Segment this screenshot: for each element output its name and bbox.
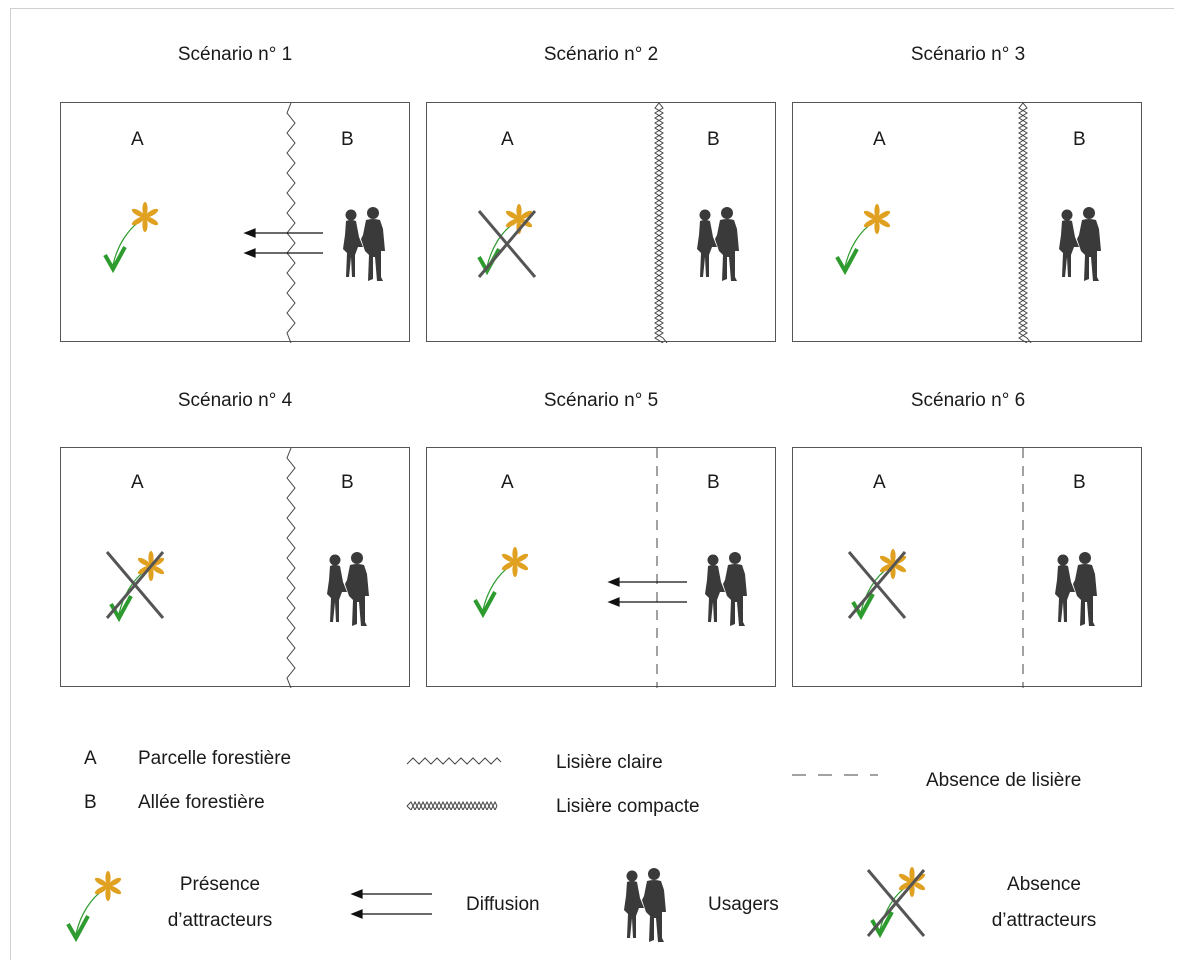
scenario-2-title: Scénario n° 2 [543,44,659,65]
label-b: B [1073,129,1086,150]
label-b: B [341,472,354,493]
clear-edge-swatch [406,757,502,765]
legend-clear-edge-text: Lisière claire [556,752,663,773]
scenario-6-drawing [847,448,1097,688]
legend-presence-line1: Présence [179,874,261,895]
scenario-3-panel: A B [792,102,1142,343]
scenario-5-title: Scénario n° 5 [543,390,659,411]
scenario-3-title: Scénario n° 3 [910,44,1026,65]
scenario-5-drawing [473,448,747,688]
legend-users-icon [624,868,666,942]
scenario-5-panel: A B [426,447,776,688]
legend-diffusion-arrows-icon [350,889,432,919]
label-a: A [501,129,514,150]
compact-edge-swatch [406,800,498,810]
scenario-1-panel: A B [60,102,410,343]
legend-diffusion-text: Diffusion [466,894,540,915]
compact-edge-line [1018,103,1032,343]
users-icon [697,207,739,281]
clear-edge-line [286,103,296,343]
legend-absence-icon [866,866,929,938]
attractor-flower-icon [103,200,162,271]
legend-b-key: B [84,792,97,813]
legend-edge-swatches [406,757,502,810]
attractor-flower-icon [835,202,894,273]
legend-compact-edge-text: Lisière compacte [556,796,700,817]
legend-absence-line2: d’attracteurs [991,910,1097,931]
label-b: B [1073,472,1086,493]
label-b: B [707,472,720,493]
scenario-1-title: Scénario n° 1 [177,44,293,65]
legend-presence-flower-icon [66,869,125,940]
compact-edge-line [654,103,668,343]
scenario-4-drawing [105,448,369,688]
users-icon [1059,207,1101,281]
legend-no-edge-text: Absence de lisière [926,770,1082,791]
legend-users-text: Usagers [708,894,779,915]
label-a: A [873,472,886,493]
legend-absence-line1: Absence [1007,874,1081,895]
label-a: A [131,472,144,493]
legend-a-key: A [84,748,97,769]
scenario-6-panel: A B [792,447,1142,688]
attractor-flower-icon [473,545,532,616]
scenario-4-panel: A B [60,447,410,688]
label-a: A [873,129,886,150]
legend-b-text: Allée forestière [138,792,265,813]
clear-edge-line [286,448,296,688]
legend-presence-line2: d’attracteurs [167,910,273,931]
scenario-3-drawing [835,103,1101,343]
scenario-2-drawing [477,103,739,343]
figure-frame [10,8,1174,960]
scenario-2-panel: A B [426,102,776,343]
legend-no-edge-swatch [792,774,878,776]
users-icon [327,552,369,626]
label-b: B [341,129,354,150]
label-a: A [501,472,514,493]
diffusion-arrows-icon [243,228,323,258]
label-b: B [707,129,720,150]
absence-cross-icon [477,209,537,279]
users-icon [1055,552,1097,626]
users-icon [705,552,747,626]
scenario-6-title: Scénario n° 6 [910,390,1026,411]
users-icon [343,207,385,281]
absence-cross-icon [847,550,907,620]
label-a: A [131,129,144,150]
legend-a-text: Parcelle forestière [138,748,292,769]
diffusion-arrows-icon [607,577,687,607]
attractor-flower-icon [477,202,536,273]
scenario-1-drawing [103,103,385,343]
absence-cross-icon [105,550,165,620]
scenario-4-title: Scénario n° 4 [177,390,293,411]
